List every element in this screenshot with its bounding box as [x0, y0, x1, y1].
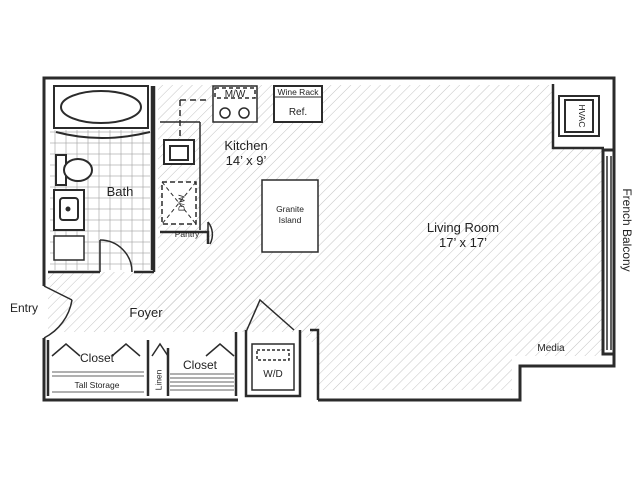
media-label: Media [537, 343, 565, 354]
washer-dryer-label: W/D [263, 369, 282, 380]
granite-island [261, 179, 319, 253]
toilet [55, 154, 93, 186]
refrigerator-label: Ref. [289, 107, 307, 118]
living-room-name: Living Room [427, 220, 499, 235]
foyer-floor [48, 272, 318, 332]
bath-label: Bath [107, 184, 134, 199]
closet-right-label: Closet [183, 358, 218, 372]
refrigerator [273, 85, 323, 123]
closet-left-label: Closet [80, 351, 115, 365]
closet-shelving [52, 371, 234, 393]
kitchen-dimensions: 14’ x 9’ [226, 153, 267, 168]
hvac-label: HVAC [577, 105, 587, 128]
french-balcony-door [606, 156, 612, 350]
entry-label: Entry [10, 301, 38, 315]
kitchen-name: Kitchen [224, 138, 267, 153]
kitchen-sink [163, 139, 195, 165]
microwave-label: M/W [225, 89, 246, 100]
closet-doors [51, 342, 235, 357]
exterior-walls [42, 76, 616, 402]
laundry-door [245, 298, 295, 333]
bath-door [99, 239, 133, 273]
dishwasher-label: D/W [176, 195, 186, 212]
island-label-line1: Granite [276, 204, 304, 214]
pantry-door [207, 221, 214, 245]
entry-door [43, 285, 73, 339]
hvac-unit [558, 95, 600, 137]
bathtub [53, 85, 151, 139]
french-balcony-label: French Balcony [620, 188, 634, 271]
foyer-label: Foyer [129, 305, 163, 320]
living-room-dimensions: 17’ x 17’ [439, 235, 487, 250]
wine-rack-label: Wine Rack [277, 87, 319, 97]
range-microwave [212, 85, 258, 123]
island-label-line2: Island [279, 215, 302, 225]
dishwasher [161, 181, 197, 225]
bath-sink [53, 189, 85, 231]
pantry-label: Pantry [175, 229, 200, 239]
washer-dryer [251, 343, 295, 391]
linen-label: Linen [153, 369, 163, 390]
tall-storage-label: Tall Storage [75, 380, 120, 390]
bath-shelf [53, 235, 85, 261]
